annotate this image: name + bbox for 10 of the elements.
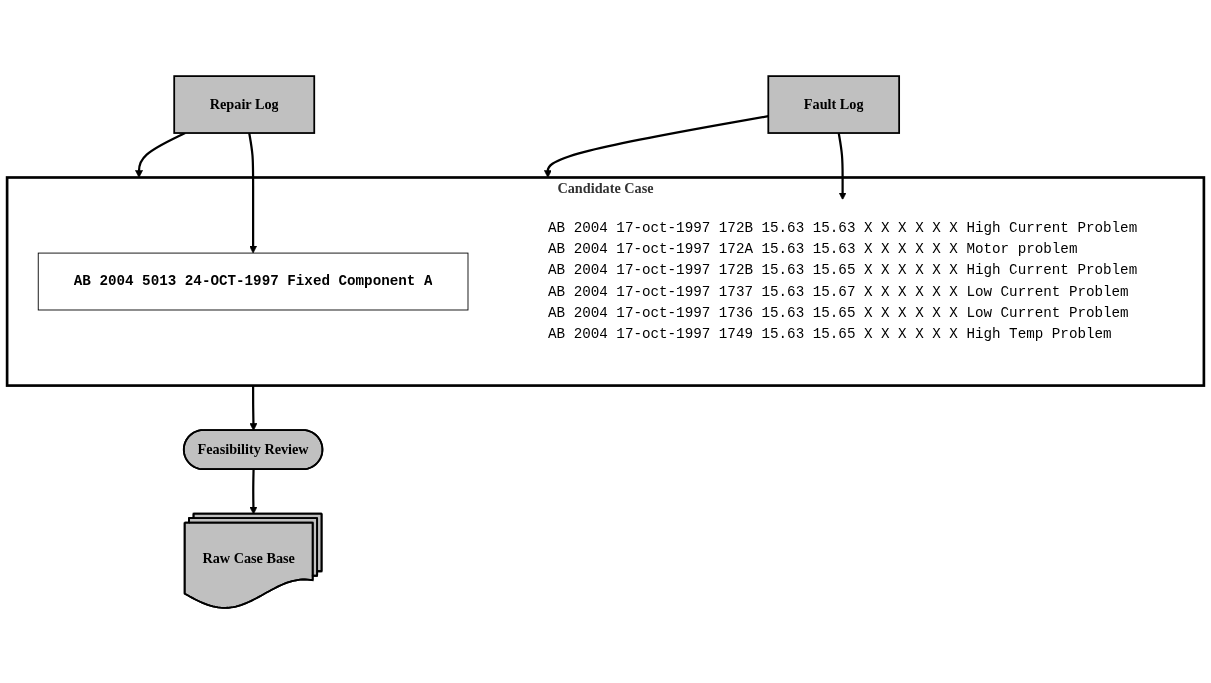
arrow [249,469,258,514]
arrow [543,114,769,178]
arrow [837,132,847,200]
node-text: AB 2004 17-oct-1997 172B 15.63 15.63 X X X X X X High Current Problem AB 2004 17-oct-1997 172A 15.63 15.63 X X X X X X Motor problem AB 2004 17-oct-1997 172B 15.63 15.65 X X X X X X High Current Problem AB 2004 17-oct-1997 1737 15.63 15.67 X X X X X X Low Current Problem AB 2004 17-oct-1997 1736 15.63 15.65 X X X X X X Low Current Problem AB 2004 17-oct-1997 1749 15.63 15.65 X X X X X X High Temp Problem [548,219,1138,343]
arrow [248,132,258,253]
node-box: Fault Log [767,74,900,134]
node-box: AB 2004 5013 24-OCT-1997 Fixed Component A [37,252,469,310]
node-box: Repair Log [173,74,316,134]
arrow [249,385,258,431]
arrow [135,131,186,178]
